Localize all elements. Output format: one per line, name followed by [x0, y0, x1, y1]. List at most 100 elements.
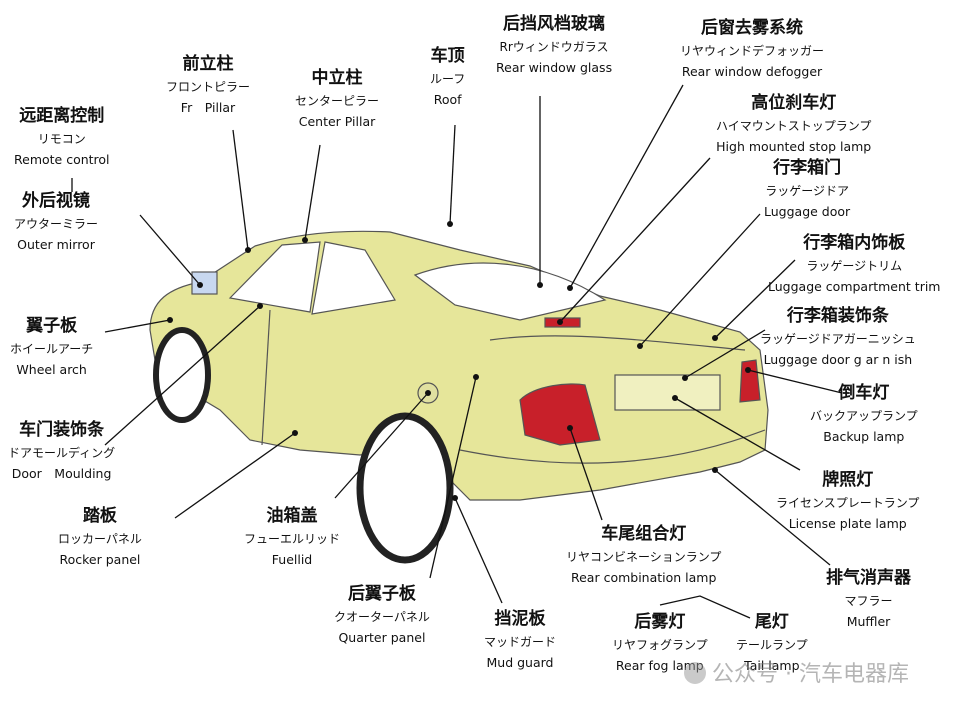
label-ja: ラッゲージトリム [806, 259, 903, 273]
label-ja: ホイールアーチ [10, 342, 94, 356]
watermark: 公众号 · 汽车电器库 [684, 656, 909, 688]
label-ja: ラッゲージドア [765, 184, 849, 198]
rear-combination-lamp-shape [519, 383, 601, 446]
label-zh: 行李箱门 [773, 158, 842, 178]
label-en: High mounted stop lamp [716, 139, 872, 154]
label-rear-combination-lamp: 车尾组合灯 リヤコンビネーションランプ Rear combination lam… [566, 526, 721, 585]
label-en: Mud guard [486, 655, 554, 670]
label-luggage-door: 行李箱门 ラッゲージドア Luggage door [764, 160, 850, 219]
label-zh: 高位刹车灯 [751, 93, 837, 113]
label-ja: フューエルリッド [244, 532, 341, 546]
label-ja: フロントピラー [166, 80, 251, 94]
label-zh: 牌照灯 [822, 470, 874, 490]
label-en: Fr Pillar [180, 100, 236, 115]
wechat-icon [684, 662, 706, 684]
label-zh: 尾灯 [754, 612, 789, 632]
label-en: Rocker panel [59, 552, 141, 567]
label-ja: リヤウィンドデフォッガー [680, 44, 825, 58]
label-zh: 远距离控制 [19, 106, 105, 126]
label-zh: 中立柱 [311, 68, 363, 88]
trunk-line [489, 335, 746, 351]
label-ja: ルーフ [430, 72, 466, 86]
label-muffler: 排气消声器 マフラー Muffler [826, 570, 911, 629]
leader-license-plate-lamp [674, 397, 801, 471]
label-ja: バックアップランプ [810, 409, 918, 423]
leader-outer-mirror [139, 214, 201, 286]
car-body [149, 230, 769, 564]
front-side-window [228, 241, 321, 313]
leader-fuel-lid [334, 392, 429, 499]
label-ja: センターピラー [295, 94, 380, 108]
label-en: Rear window defogger [681, 64, 823, 79]
label-zh: 行李箱装饰条 [786, 306, 889, 326]
leader-front-pillar [232, 129, 249, 251]
label-tail-lamp: 尾灯 テールランプ Tail lamp [736, 614, 808, 673]
leader-muffler [714, 469, 831, 566]
label-rear-window-glass: 后挡风档玻璃 Rrウィンドウガラス Rear window glass [496, 16, 612, 75]
label-ja: ラッゲージドアガーニッシュ [760, 332, 916, 346]
label-fuel-lid: 油箱盖 フューエルリッド Fuellid [244, 508, 340, 567]
label-ja: Rrウィンドウガラス [499, 40, 609, 54]
label-zh: 挡泥板 [494, 609, 546, 629]
label-zh: 后翼子板 [347, 584, 416, 604]
label-rocker-panel: 踏板 ロッカーパネル Rocker panel [58, 508, 142, 567]
rear-wheel [356, 412, 454, 564]
label-zh: 行李箱内饰板 [803, 233, 906, 253]
label-ja: リヤフォグランプ [612, 638, 708, 652]
leader-quarter-panel [429, 376, 477, 579]
label-quarter-panel: 后翼子板 クオーターパネル Quarter panel [334, 586, 430, 645]
label-en: Tail lamp [744, 658, 800, 673]
leader-lines [71, 84, 843, 619]
label-en: Door Moulding [11, 466, 112, 481]
label-ja: ハイマウントストップランプ [716, 119, 872, 133]
leader-backup-lamp [747, 369, 843, 394]
leader-luggage-trim [714, 259, 796, 339]
leader-stop-lamp [559, 157, 711, 323]
label-ja: ドアモールディング [8, 446, 116, 460]
door-line [261, 309, 271, 446]
label-rear-fog-lamp: 后雾灯 リヤフォグランプ Rear fog lamp [612, 614, 708, 673]
label-en: Luggage door g ar n ish [763, 352, 913, 367]
leader-door-moulding [104, 305, 261, 446]
label-remote-control: 远距离控制 リモコン Remote control [14, 108, 110, 167]
label-zh: 前立柱 [182, 54, 234, 74]
label-en: Rear fog lamp [615, 658, 704, 673]
label-en: Luggage door [764, 204, 851, 219]
label-en: Fuellid [271, 552, 313, 567]
label-en: Wheel arch [16, 362, 87, 377]
label-en: Muffler [846, 614, 891, 629]
leader-center-pillar [304, 144, 321, 241]
label-zh: 后挡风档玻璃 [503, 14, 606, 34]
label-zh: 翼子板 [26, 316, 78, 336]
label-ja: マッドガード [484, 635, 557, 649]
leader-luggage-door [639, 213, 761, 347]
label-center-pillar: 中立柱 センターピラー Center Pillar [295, 70, 379, 129]
label-zh: 排气消声器 [826, 568, 911, 588]
label-ja: テールランプ [736, 638, 808, 652]
label-door-moulding: 车门装饰条 ドアモールディング Door Moulding [8, 422, 115, 481]
label-high-mounted-stop-lamp: 高位刹车灯 ハイマウントストップランプ High mounted stop la… [716, 95, 871, 154]
label-ja: リヤコンビネーションランプ [566, 550, 722, 564]
label-en: Center Pillar [298, 114, 376, 129]
label-en: Rear window glass [496, 60, 613, 75]
leader-rocker-panel [174, 432, 296, 519]
label-front-pillar: 前立柱 フロントピラー Fr Pillar [166, 56, 250, 115]
outer-mirror-shape [191, 271, 218, 295]
label-mud-guard: 挡泥板 マッドガード Mud guard [484, 611, 556, 670]
license-plate-area [614, 374, 721, 411]
label-en: Remote control [14, 152, 110, 167]
label-zh: 踏板 [82, 506, 117, 526]
label-en: Rear combination lamp [570, 570, 717, 585]
label-ja: ライセンスプレートランプ [776, 496, 920, 510]
label-zh: 外后视镜 [22, 191, 90, 211]
label-en: Luggage compartment trim [768, 279, 941, 294]
label-ja: クオーターパネル [334, 610, 430, 624]
right-tail-lamp-shape [739, 359, 761, 403]
leader-roof [449, 124, 456, 225]
label-zh: 车尾组合灯 [601, 524, 687, 544]
label-backup-lamp: 倒车灯 バックアップランプ Backup lamp [810, 385, 918, 444]
label-ja: アウターミラー [14, 217, 99, 231]
label-license-plate-lamp: 牌照灯 ライセンスプレートランプ License plate lamp [776, 472, 919, 531]
label-en: Backup lamp [823, 429, 905, 444]
leader-luggage-garnish [684, 329, 766, 379]
